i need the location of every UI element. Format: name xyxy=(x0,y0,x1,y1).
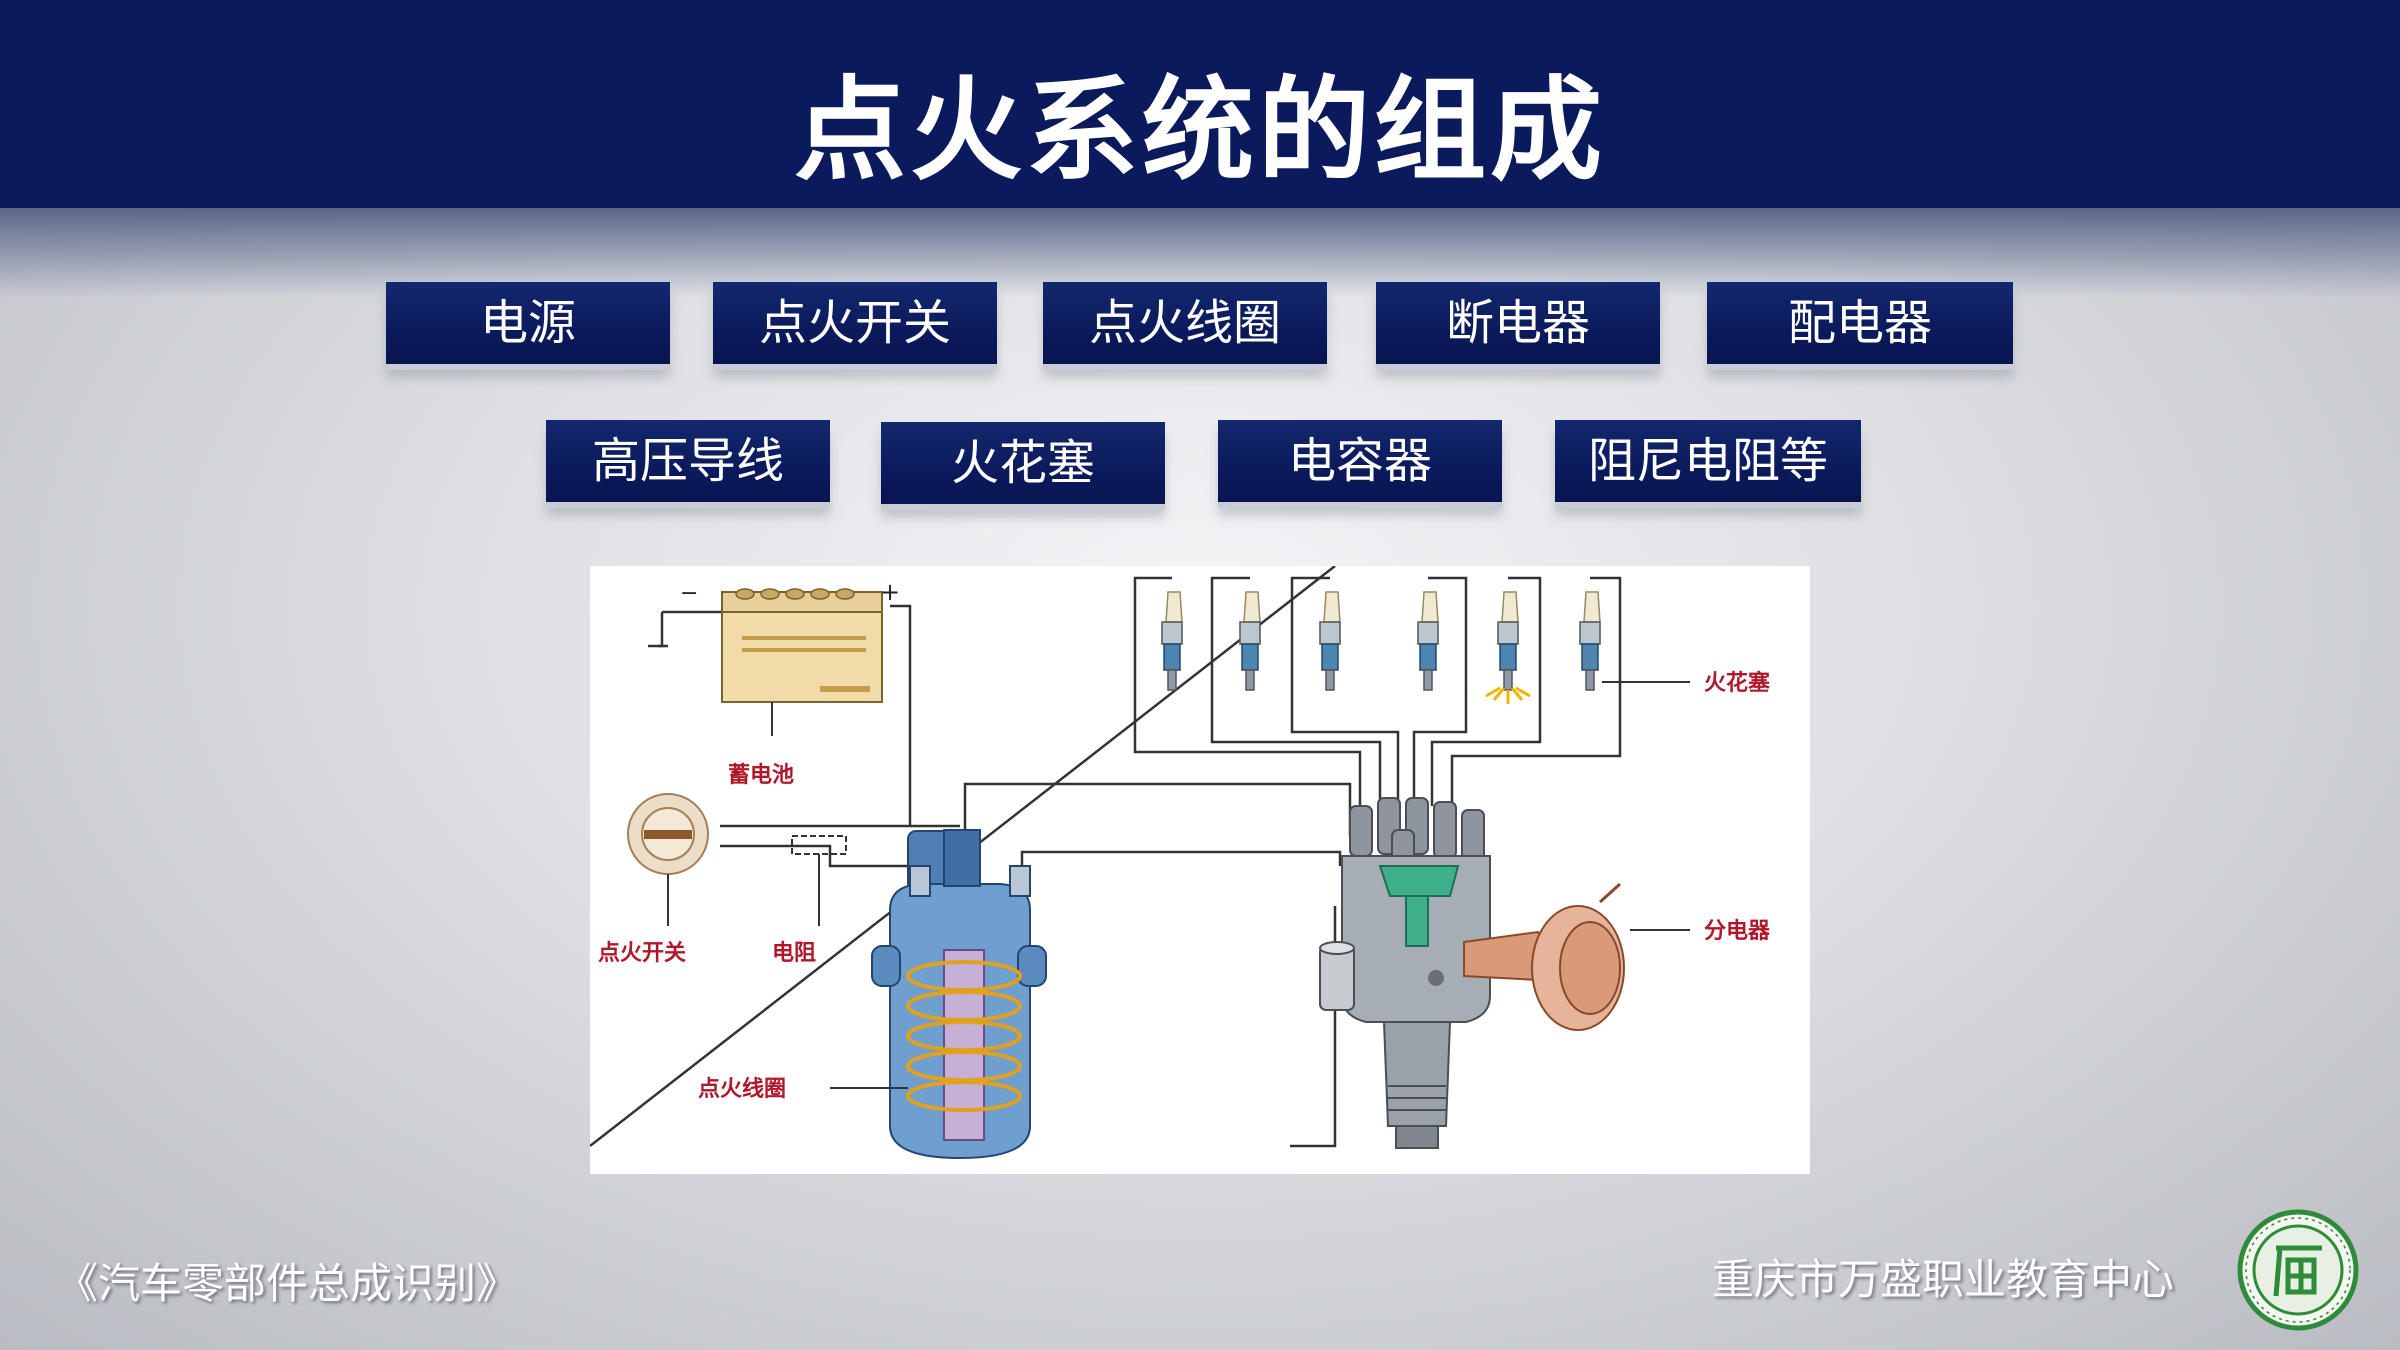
school-logo-icon xyxy=(2237,1209,2359,1331)
distributor-label: 分电器 xyxy=(1704,918,1771,944)
ignition-coil-icon xyxy=(830,829,1047,1160)
spark-plugs-icon xyxy=(1161,591,1690,704)
ignition-switch-label: 点火开关 xyxy=(598,940,686,966)
component-breaker: 断电器 xyxy=(1376,282,1660,364)
battery-label: 蓄电池 xyxy=(728,762,794,788)
diagram-drawing: − + 蓄电池 点火开关 电阻 xyxy=(590,566,1771,1160)
title-bar xyxy=(0,0,2400,208)
battery-icon xyxy=(721,588,883,736)
resistor-label: 电阻 xyxy=(772,940,816,966)
ignition-switch-icon xyxy=(627,793,709,926)
component-power-supply: 电源 xyxy=(386,282,670,364)
component-high-voltage-wire: 高压导线 xyxy=(546,420,830,502)
school-name: 重庆市万盛职业教育中心 xyxy=(1712,1255,2175,1304)
component-ignition-coil: 点火线圈 xyxy=(1043,282,1327,364)
component-damping-resistor: 阻尼电阻等 xyxy=(1555,420,1861,502)
battery-plus-sign: + xyxy=(880,578,900,606)
battery-minus-sign: − xyxy=(680,581,698,606)
ignition-system-diagram: − + 蓄电池 点火开关 电阻 xyxy=(590,566,1810,1174)
ignition-coil-label: 点火线圈 xyxy=(698,1076,786,1102)
distributor-icon xyxy=(1319,797,1690,1149)
component-capacitor: 电容器 xyxy=(1218,420,1502,502)
resistor-icon xyxy=(791,835,847,926)
component-ignition-switch: 点火开关 xyxy=(713,282,997,364)
spark-plug-label: 火花塞 xyxy=(1704,670,1771,696)
course-title: 《汽车零部件总成识别》 xyxy=(56,1259,519,1308)
component-spark-plug: 火花塞 xyxy=(881,422,1165,504)
page-title: 点火系统的组成 xyxy=(794,65,1606,196)
component-distributor: 配电器 xyxy=(1707,282,2013,364)
